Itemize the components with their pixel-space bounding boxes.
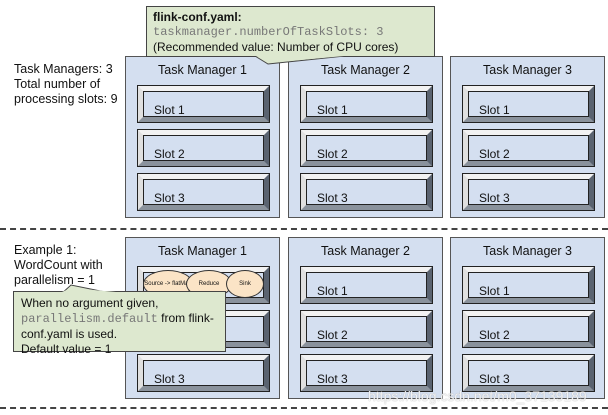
setup-line: processing slots: 9	[14, 92, 118, 106]
slot-bevel	[463, 86, 594, 122]
setup-label: Task Managers: 3 Total number of process…	[14, 62, 118, 107]
slot-body: Slot 3	[143, 360, 264, 386]
slot: Slot 3	[300, 173, 433, 211]
default-line: conf.yaml is used.	[21, 327, 118, 341]
slot-body: Slot 2	[143, 135, 264, 161]
slot-bevel	[138, 174, 269, 210]
slot-label: Slot 1	[479, 284, 510, 298]
example-label: Example 1: WordCount with parallelism = …	[14, 243, 103, 288]
slot-label: Slot 2	[479, 328, 510, 342]
slot-label: Slot 1	[479, 103, 510, 117]
slot-label: Slot 3	[479, 191, 510, 205]
task-manager: Task Manager 3 Slot 1 Slot 2 Slot 3	[450, 56, 605, 218]
slot-bevel	[301, 267, 432, 303]
slot-body: Slot 3	[468, 179, 589, 205]
slot-bevel	[138, 355, 269, 391]
slot-body: Slot 1	[468, 272, 589, 298]
slot: Slot 1	[462, 266, 595, 304]
default-line: from flink-	[157, 311, 214, 325]
operator-sink: Sink	[226, 270, 264, 298]
slot-body: Slot 1	[468, 91, 589, 117]
slot-label: Slot 2	[479, 147, 510, 161]
slot-body: Slot 1	[306, 91, 427, 117]
slot-label: Slot 3	[154, 372, 185, 386]
config-code: taskmanager.numberOfTaskSlots: 3	[153, 25, 384, 39]
slot-body: Slot 3	[306, 179, 427, 205]
slot-bevel	[138, 86, 269, 122]
slot: Slot 2	[462, 129, 595, 167]
slot-bevel	[463, 355, 594, 391]
slot-label: Slot 1	[154, 103, 185, 117]
slot-label: Slot 3	[154, 191, 185, 205]
slot-bevel	[301, 130, 432, 166]
default-code: parallelism.default	[21, 312, 158, 326]
task-manager: Task Manager 1 Slot 1 Slot 2 Slot 3	[125, 56, 280, 218]
slot-label: Slot 1	[317, 103, 348, 117]
task-manager-title: Task Manager 2	[321, 63, 410, 77]
slot-label: Slot 1	[317, 284, 348, 298]
slot-bevel	[138, 130, 269, 166]
task-manager-title: Task Manager 1	[158, 244, 247, 258]
default-callout: When no argument given, parallelism.defa…	[13, 291, 226, 356]
slot: Slot 2	[137, 129, 270, 167]
slot-body: Slot 3	[468, 360, 589, 386]
config-callout-pointer-cover	[256, 56, 344, 63]
slot-label: Slot 3	[317, 191, 348, 205]
default-callout-pointer-cover	[62, 288, 116, 294]
config-callout: flink-conf.yaml: taskmanager.numberOfTas…	[146, 6, 435, 57]
slot-body: Slot 2	[306, 135, 427, 161]
divider	[0, 228, 608, 230]
slot-body: Slot 1	[306, 272, 427, 298]
example-line: Example 1:	[14, 243, 77, 257]
slot-body: Slot 3	[306, 360, 427, 386]
slot: Slot 1	[300, 85, 433, 123]
slot-bevel	[301, 86, 432, 122]
task-manager-title: Task Manager 2	[321, 244, 410, 258]
task-manager-title: Task Manager 3	[483, 244, 572, 258]
config-title: flink-conf.yaml:	[153, 10, 242, 24]
slot-label: Slot 2	[317, 328, 348, 342]
slot: Slot 2	[300, 129, 433, 167]
example-line: parallelism = 1	[14, 273, 95, 287]
slot-bevel	[463, 174, 594, 210]
slot-label: Slot 2	[154, 147, 185, 161]
task-manager-title: Task Manager 3	[483, 63, 572, 77]
setup-line: Total number of	[14, 77, 101, 91]
task-manager: Task Manager 3 Slot 1 Slot 2 Slot 3	[450, 237, 605, 399]
task-manager-title: Task Manager 1	[158, 63, 247, 77]
slot-label: Slot 3	[317, 372, 348, 386]
watermark: https://blog.csdn.net/m0_37139189	[368, 388, 587, 404]
slot-bevel	[463, 130, 594, 166]
setup-line: Task Managers: 3	[14, 62, 113, 76]
slot: Slot 3	[137, 354, 270, 392]
slot: Slot 1	[462, 85, 595, 123]
slot-bevel	[463, 267, 594, 303]
divider	[0, 407, 608, 409]
slot-label: Slot 3	[479, 372, 510, 386]
example-line: WordCount with	[14, 258, 103, 272]
slot-body: Slot 2	[468, 316, 589, 342]
slot: Slot 3	[137, 173, 270, 211]
task-manager: Task Manager 2 Slot 1 Slot 2 Slot 3	[288, 237, 443, 399]
slot-bevel	[301, 174, 432, 210]
slot: Slot 2	[300, 310, 433, 348]
slot: Slot 1	[300, 266, 433, 304]
slot-body: Slot 2	[306, 316, 427, 342]
slot: Slot 3	[462, 354, 595, 392]
default-line: When no argument given,	[21, 296, 159, 310]
slot-bevel	[301, 355, 432, 391]
slot-body: Slot 1	[143, 91, 264, 117]
slot: Slot 3	[300, 354, 433, 392]
slot-label: Slot 2	[317, 147, 348, 161]
slot-body: Slot 3	[143, 179, 264, 205]
slot: Slot 2	[462, 310, 595, 348]
config-note: (Recommended value: Number of CPU cores)	[153, 40, 399, 54]
default-line: Default value = 1	[21, 342, 112, 356]
slot: Slot 1	[137, 85, 270, 123]
slot-bevel	[463, 311, 594, 347]
task-manager: Task Manager 2 Slot 1 Slot 2 Slot 3	[288, 56, 443, 218]
slot-body: Slot 2	[468, 135, 589, 161]
slot-bevel	[301, 311, 432, 347]
slot: Slot 3	[462, 173, 595, 211]
